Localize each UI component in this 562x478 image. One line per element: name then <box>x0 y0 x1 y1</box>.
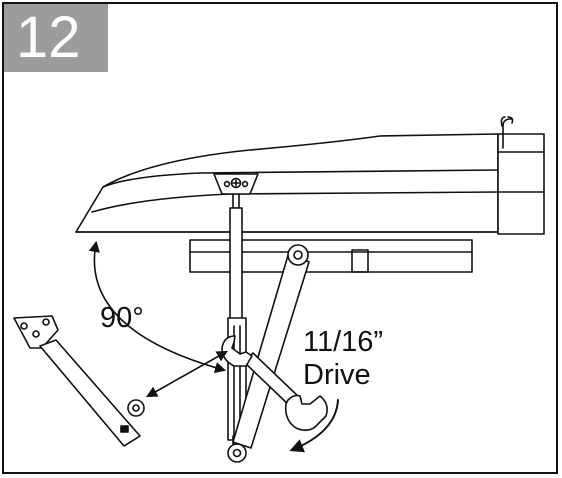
wrench-size-label: 11/16” <box>303 326 384 358</box>
treadmill-deck <box>75 116 545 235</box>
removed-nut <box>127 399 145 417</box>
removed-bracket <box>13 315 141 447</box>
lift-cylinder <box>227 207 247 463</box>
curved-rotate-arrow-icon <box>289 399 339 453</box>
double-arrow-icon <box>146 350 228 398</box>
step-number-badge: 12 <box>4 4 108 72</box>
wrench-action-label: Drive <box>303 359 371 391</box>
wrench <box>221 335 328 432</box>
lift-arm <box>232 244 310 449</box>
deck-bracket <box>213 173 259 209</box>
angle-label: 90° <box>100 302 144 334</box>
